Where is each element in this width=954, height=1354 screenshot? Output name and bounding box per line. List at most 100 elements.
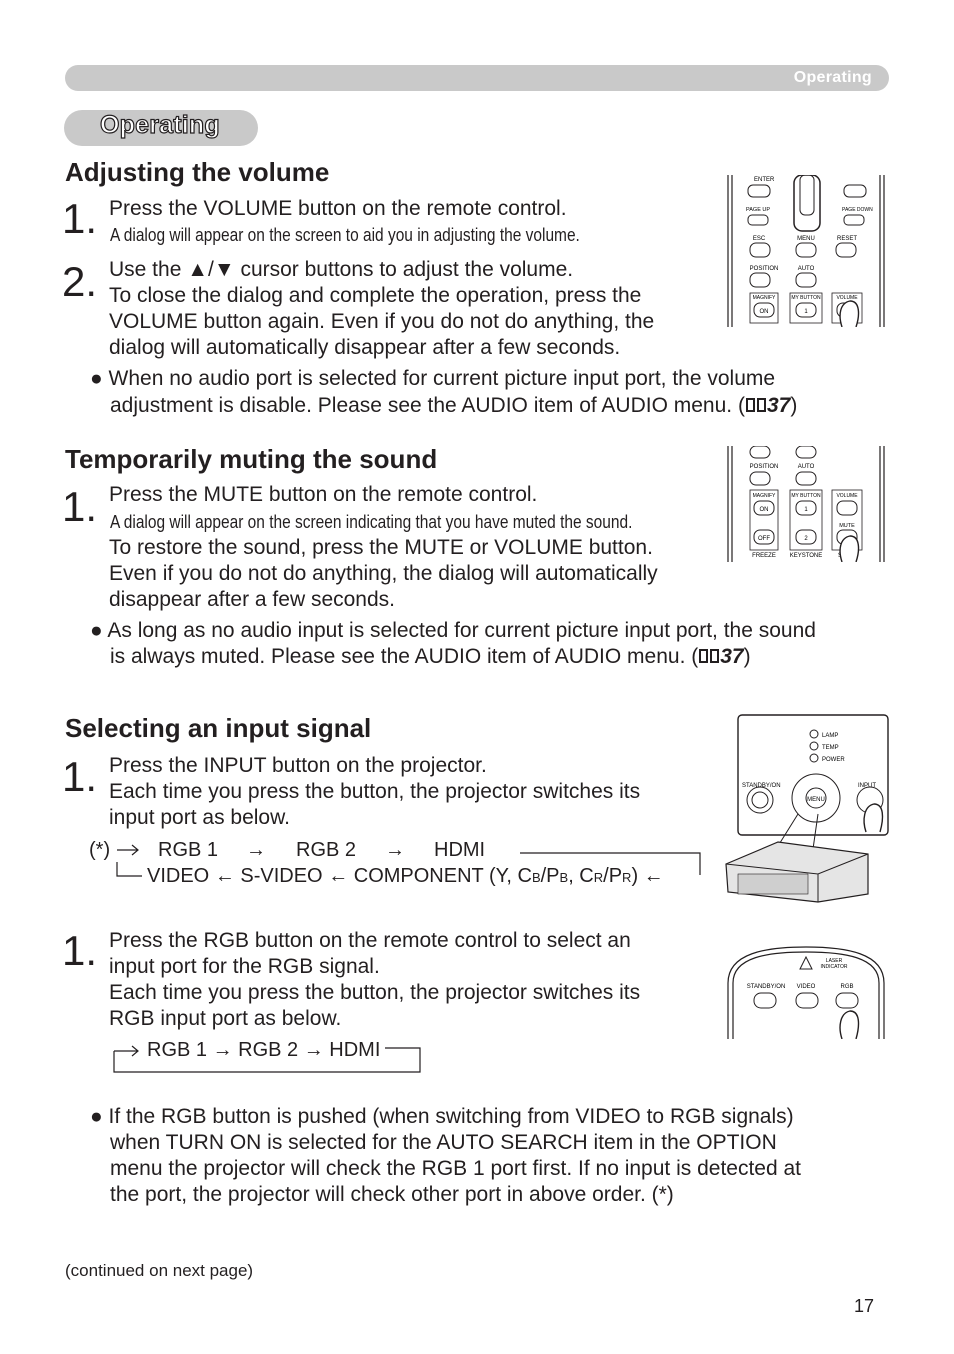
input-label: INPUT bbox=[858, 783, 876, 789]
step-text: Each time you press the button, the proj… bbox=[109, 981, 641, 1004]
my-button-label: MY BUTTON bbox=[791, 493, 821, 499]
step-number: 1. bbox=[62, 195, 98, 242]
step-text: To close the dialog and complete the ope… bbox=[109, 284, 642, 307]
video-label: VIDEO bbox=[797, 984, 816, 990]
esc-label: ESC bbox=[753, 236, 766, 242]
step-number: 1. bbox=[62, 927, 98, 974]
step-number: 2. bbox=[62, 258, 98, 305]
power-label: POWER bbox=[822, 757, 845, 763]
flow-component: /P bbox=[603, 865, 623, 887]
step-text: Press the INPUT button on the projector. bbox=[109, 754, 487, 777]
flow-arrow: → bbox=[246, 839, 266, 861]
note-text: when TURN ON is selected for the AUTO SE… bbox=[110, 1131, 777, 1154]
flow-arrow: ← bbox=[643, 865, 664, 887]
heading-selecting-input: Selecting an input signal bbox=[65, 713, 372, 743]
flow-video: VIDEO bbox=[147, 865, 210, 887]
on-label: ON bbox=[760, 507, 769, 513]
flow-connector-lines bbox=[116, 844, 701, 877]
step-text: Press the RGB button on the remote contr… bbox=[109, 929, 631, 952]
page-reference[interactable]: 37 bbox=[720, 645, 744, 668]
note-text-part: is always muted. Please see the AUDIO it… bbox=[110, 645, 699, 668]
section-pill-label: Operating bbox=[99, 110, 220, 139]
book-icon bbox=[745, 398, 766, 412]
auto-label: AUTO bbox=[798, 266, 815, 272]
volume-label: VOLUME bbox=[836, 295, 858, 301]
note-text: ● When no audio port is selected for cur… bbox=[90, 367, 776, 390]
note-text: the port, the projector will check other… bbox=[110, 1183, 674, 1206]
note-text-part: ) bbox=[790, 394, 798, 417]
standby-label: STANDBY/ON bbox=[747, 984, 786, 990]
note-text: is always muted. Please see the AUDIO it… bbox=[110, 644, 751, 670]
laser-label: LASER bbox=[826, 958, 843, 964]
menu-label: MENU bbox=[807, 797, 825, 803]
flow-component: COMPONENT (Y, C bbox=[353, 865, 532, 887]
menu-label: MENU bbox=[797, 236, 815, 242]
magnify-label: MAGNIFY bbox=[753, 295, 776, 301]
page-reference[interactable]: 37 bbox=[766, 394, 791, 417]
keystone-label: KEYSTONE bbox=[790, 553, 823, 559]
book-icon bbox=[699, 649, 720, 663]
flow-svideo: S-VIDEO bbox=[240, 865, 323, 887]
on-label: ON bbox=[760, 309, 769, 315]
step-text: Even if you do not do anything, the dial… bbox=[109, 562, 658, 585]
flow-b-connector-lines bbox=[113, 1045, 421, 1073]
my-button-label: MY BUTTON bbox=[791, 295, 821, 301]
step-text: RGB input port as below. bbox=[109, 1007, 342, 1030]
remote-rgb-illustration: LASER INDICATOR STANDBY/ON VIDEO RGB bbox=[727, 946, 885, 1039]
two-label: 2 bbox=[804, 536, 808, 542]
flow-rgb1: RGB 1 bbox=[158, 839, 219, 861]
note-text: menu the projector will check the RGB 1 … bbox=[110, 1157, 802, 1180]
step-number: 1. bbox=[62, 483, 98, 530]
mute-label: MUTE bbox=[839, 523, 855, 529]
header-section-label: Operating bbox=[793, 69, 872, 86]
position-label: POSITION bbox=[750, 464, 779, 470]
page-up-label: PAGE UP bbox=[746, 207, 770, 213]
flow-component: ) bbox=[631, 865, 639, 887]
flow-arrow: → bbox=[385, 839, 405, 861]
one-label: 1 bbox=[804, 309, 808, 315]
flow-sub: R bbox=[593, 870, 604, 885]
freeze-label: FREEZE bbox=[752, 553, 776, 559]
flow-return-line: VIDEO ← S-VIDEO ← COMPONENT (Y, CB/PB, C… bbox=[147, 864, 664, 890]
standby-label: STANDBY/ON bbox=[742, 783, 781, 789]
laser-indicator-label: INDICATOR bbox=[820, 964, 847, 970]
step-text: disappear after a few seconds. bbox=[109, 588, 396, 611]
section-pill bbox=[64, 110, 258, 146]
step-number: 1. bbox=[62, 753, 98, 800]
step-text: input port as below. bbox=[109, 806, 290, 829]
header-bar bbox=[65, 65, 889, 91]
continued-note: (continued on next page) bbox=[65, 1261, 254, 1280]
step-text: Each time you press the button, the proj… bbox=[109, 780, 641, 803]
rgb-label: RGB bbox=[840, 984, 853, 990]
note-text: adjustment is disable. Please see the AU… bbox=[110, 393, 797, 419]
flow-sub: B bbox=[531, 870, 541, 885]
step-text: input port for the RGB signal. bbox=[109, 955, 380, 978]
note-text-part: adjustment is disable. Please see the AU… bbox=[110, 394, 745, 417]
step-text: Press the VOLUME button on the remote co… bbox=[109, 197, 567, 220]
heading-adjusting-volume: Adjusting the volume bbox=[65, 157, 330, 187]
position-label: POSITION bbox=[750, 266, 779, 272]
page-number: 17 bbox=[854, 1296, 875, 1316]
note-text: ● As long as no audio input is selected … bbox=[90, 619, 816, 642]
projector-illustration: LAMP TEMP POWER STANDBY/ON INPUT MENU bbox=[725, 714, 889, 903]
step-text: VOLUME button again. Even if you do not … bbox=[109, 310, 655, 333]
step-text: dialog will automatically disappear afte… bbox=[109, 336, 621, 359]
flow-star: (*) bbox=[89, 839, 111, 861]
enter-label: ENTER bbox=[754, 177, 775, 183]
step-subtext: A dialog will appear on the screen indic… bbox=[110, 512, 633, 532]
flow-component: , C bbox=[568, 865, 594, 887]
one-label: 1 bbox=[804, 507, 808, 513]
flow-sub: B bbox=[559, 870, 569, 885]
reset-label: RESET bbox=[837, 236, 857, 242]
step-text: Press the MUTE button on the remote cont… bbox=[109, 483, 538, 506]
remote-mute-illustration: POSITION AUTO MAGNIFY MY BUTTON VOLUME O… bbox=[727, 446, 885, 562]
magnify-label: MAGNIFY bbox=[753, 493, 776, 499]
remote-volume-illustration: ENTER PAGE UP PAGE DOWN ESC MENU RESET P… bbox=[727, 175, 885, 327]
lamp-label: LAMP bbox=[822, 733, 838, 739]
note-text: ● If the RGB button is pushed (when swit… bbox=[90, 1105, 794, 1128]
step-subtext: A dialog will appear on the screen to ai… bbox=[110, 225, 580, 245]
auto-label: AUTO bbox=[798, 464, 815, 470]
flow-arrow: ← bbox=[328, 865, 349, 887]
heading-muting-sound: Temporarily muting the sound bbox=[65, 444, 438, 474]
volume-label: VOLUME bbox=[836, 493, 858, 499]
